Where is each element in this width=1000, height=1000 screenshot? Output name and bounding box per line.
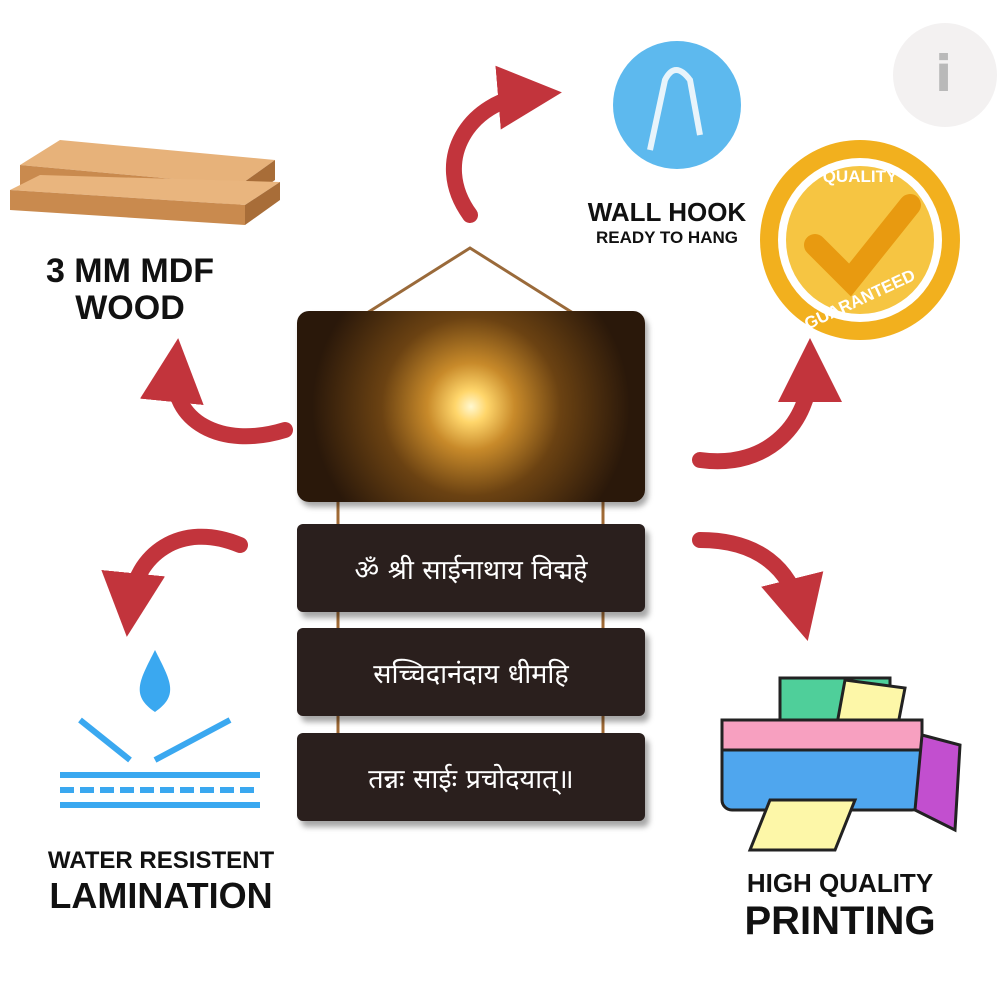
sai-baba-temple-image [297, 311, 645, 502]
quality-badge-icon [760, 140, 960, 340]
hook-label: WALL HOOK READY TO HANG [587, 197, 747, 247]
printing-label: HIGH QUALITY PRINTING [744, 868, 936, 943]
arrow-icon [140, 338, 293, 445]
arrow-icon [101, 528, 248, 637]
mantra-board-1: ॐ श्री साईनाथाय विद्महे [297, 524, 645, 612]
wall-hook-icon [613, 41, 741, 169]
water-lamination-icon [60, 650, 260, 808]
lamination-label: WATER RESISTENT LAMINATION [47, 847, 275, 916]
badge-top-text: QUALITY [822, 167, 898, 186]
printer-icon [720, 676, 962, 852]
arrow-icon [692, 338, 842, 470]
brand-logo: i [935, 45, 953, 103]
arrow-icon [692, 532, 824, 642]
mantra-board-3: तन्नः साईः प्रचोदयात्॥ [297, 733, 645, 821]
wood-planks-icon [10, 140, 280, 225]
mantra-board-2: सच्चिदानंदाय धीमहि [297, 628, 645, 716]
brand-logo-circle [893, 23, 997, 127]
arrow-icon [445, 65, 562, 223]
hanging-rope [339, 246, 601, 332]
wood-label: 3 MM MDF WOOD [45, 252, 215, 327]
